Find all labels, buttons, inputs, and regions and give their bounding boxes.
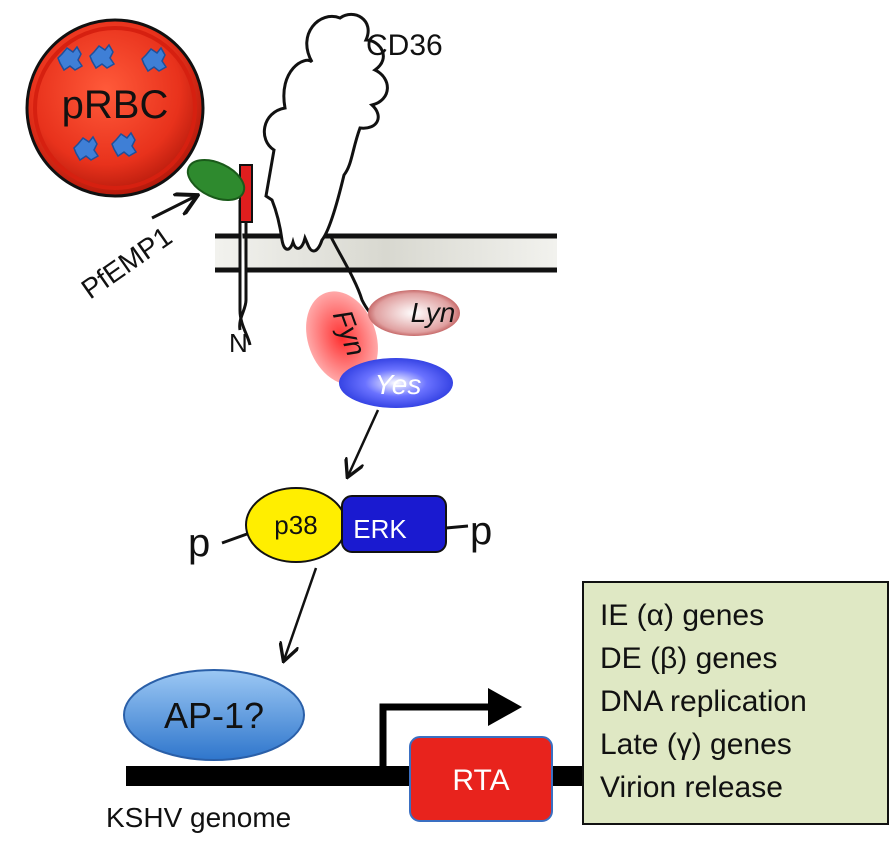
phospho-left-label: p: [188, 521, 210, 565]
cd36-label: CD36: [366, 29, 443, 62]
kshv-genome-label: KSHV genome: [106, 802, 291, 833]
prbc-inner-ring: [33, 26, 197, 190]
cd36-receptor: [238, 12, 389, 346]
ap1-factor: [123, 669, 305, 761]
fyn-kinase: [306, 291, 378, 385]
knob-icon: [57, 45, 84, 72]
prbc-label: pRBC: [62, 83, 169, 127]
rta-label: RTA: [452, 764, 509, 797]
erk-kinase: [341, 495, 447, 553]
yes-kinase: [339, 358, 453, 408]
n-terminus-label: N: [229, 328, 248, 358]
pfemp1-label: PfEMP1: [76, 221, 178, 305]
n-terminal-tail: [238, 222, 248, 331]
knob-icon: [73, 135, 100, 162]
phospho-right-label: p: [470, 509, 492, 553]
outcome-line: Virion release: [600, 771, 783, 804]
p38-label: p38: [274, 510, 317, 540]
yes-label: Yes: [375, 369, 422, 400]
knob-icon: [141, 46, 168, 73]
erk-label: ERK: [353, 514, 407, 544]
lyn-kinase: [368, 290, 460, 336]
phospho-bond-left: [221, 532, 248, 545]
rta-gene-box: [409, 736, 553, 822]
transcription-arrowhead: [488, 688, 522, 726]
outcome-line: DNA replication: [600, 685, 807, 718]
lyn-label: Lyn: [411, 297, 456, 328]
signal-arrow-1: [348, 409, 380, 476]
cell-membrane: [215, 236, 557, 270]
pfemp1-arrow: [151, 196, 196, 220]
transcription-start-arrow: [379, 703, 490, 766]
knob-icon: [89, 43, 116, 70]
outcome-box: [582, 581, 889, 825]
phospho-bond-right: [445, 524, 469, 530]
prbc-knobs: [57, 43, 168, 162]
outcome-line: IE (α) genes: [600, 599, 764, 632]
signal-arrow-2: [284, 567, 318, 660]
ap1-label: AP-1?: [164, 695, 264, 736]
outcome-line: DE (β) genes: [600, 642, 777, 675]
outcome-line: Late (γ) genes: [600, 728, 792, 761]
pfemp1-protein: [186, 159, 246, 201]
knob-icon: [111, 131, 138, 158]
